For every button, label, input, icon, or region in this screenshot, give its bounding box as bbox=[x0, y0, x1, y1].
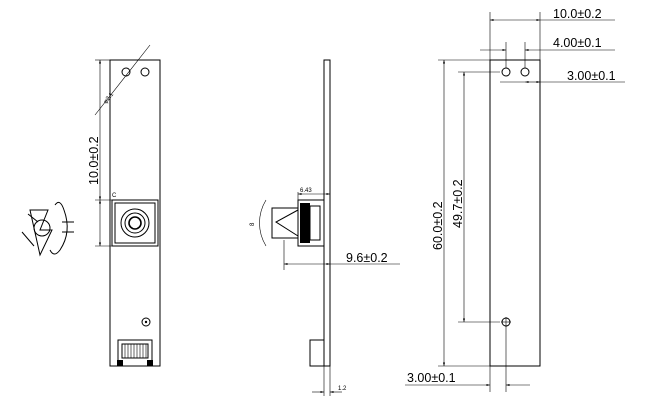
connector-latch-right bbox=[147, 360, 153, 366]
projection-label: 9.6±0.2 bbox=[346, 251, 388, 265]
lens-aperture bbox=[128, 216, 142, 230]
side-view-lens-hood bbox=[271, 207, 298, 239]
lens-barrel-mid bbox=[124, 212, 146, 234]
side-view-small-mark: 8 bbox=[250, 222, 256, 226]
right-view-hole-right bbox=[520, 67, 530, 77]
lens-barrel-outer bbox=[120, 208, 150, 238]
side-view-board bbox=[323, 59, 331, 367]
width-label: 10.0±0.2 bbox=[553, 7, 602, 21]
lens-center-mark: C bbox=[112, 193, 117, 199]
side-view-view-arc bbox=[259, 199, 267, 247]
right-view-board-outline bbox=[489, 59, 541, 367]
side-view-sensor bbox=[309, 205, 321, 241]
side-view-connector bbox=[309, 339, 325, 367]
side-view-field-of-view bbox=[275, 209, 299, 237]
pitch-label: 4.00±0.1 bbox=[553, 36, 602, 50]
bottom-marker-hole bbox=[141, 317, 151, 327]
lens-offset-label: 10.0±0.2 bbox=[87, 136, 101, 185]
camera-module-housing bbox=[111, 199, 159, 247]
connector-body bbox=[121, 343, 149, 359]
bottom-edge-label: 3.00±0.1 bbox=[407, 371, 456, 385]
edge-distance-label: 3.00±0.1 bbox=[567, 69, 616, 83]
hole-diameter-leader bbox=[94, 44, 151, 116]
side-view: 8 6.43 9.6±0.2 1.2 bbox=[250, 59, 400, 396]
total-length-label: 60.0±0.2 bbox=[431, 201, 445, 250]
right-view: 10.0±0.2 4.00±0.1 3.00±0.1 60.0±0.2 49.7… bbox=[405, 7, 625, 392]
connector-outline bbox=[117, 339, 153, 367]
hole-span-label: 49.7±0.2 bbox=[451, 179, 465, 228]
esd-warning-symbol bbox=[21, 201, 74, 257]
lens-height-label: 6.43 bbox=[300, 188, 312, 194]
connector-latch-left bbox=[117, 360, 123, 366]
hole-diameter-label: φ2.1 bbox=[103, 91, 116, 105]
front-view: φ2.1 10.0±0.2 C bbox=[87, 44, 161, 367]
connector-pins bbox=[124, 344, 147, 358]
mounting-hole-right bbox=[140, 67, 150, 77]
side-view-lens-housing bbox=[300, 203, 310, 243]
camera-module-inner bbox=[114, 202, 156, 244]
side-view-camera-body bbox=[297, 199, 325, 247]
right-view-hole-left bbox=[501, 67, 511, 77]
thickness-label: 1.2 bbox=[338, 386, 347, 392]
bottom-marker-dot bbox=[144, 320, 148, 324]
